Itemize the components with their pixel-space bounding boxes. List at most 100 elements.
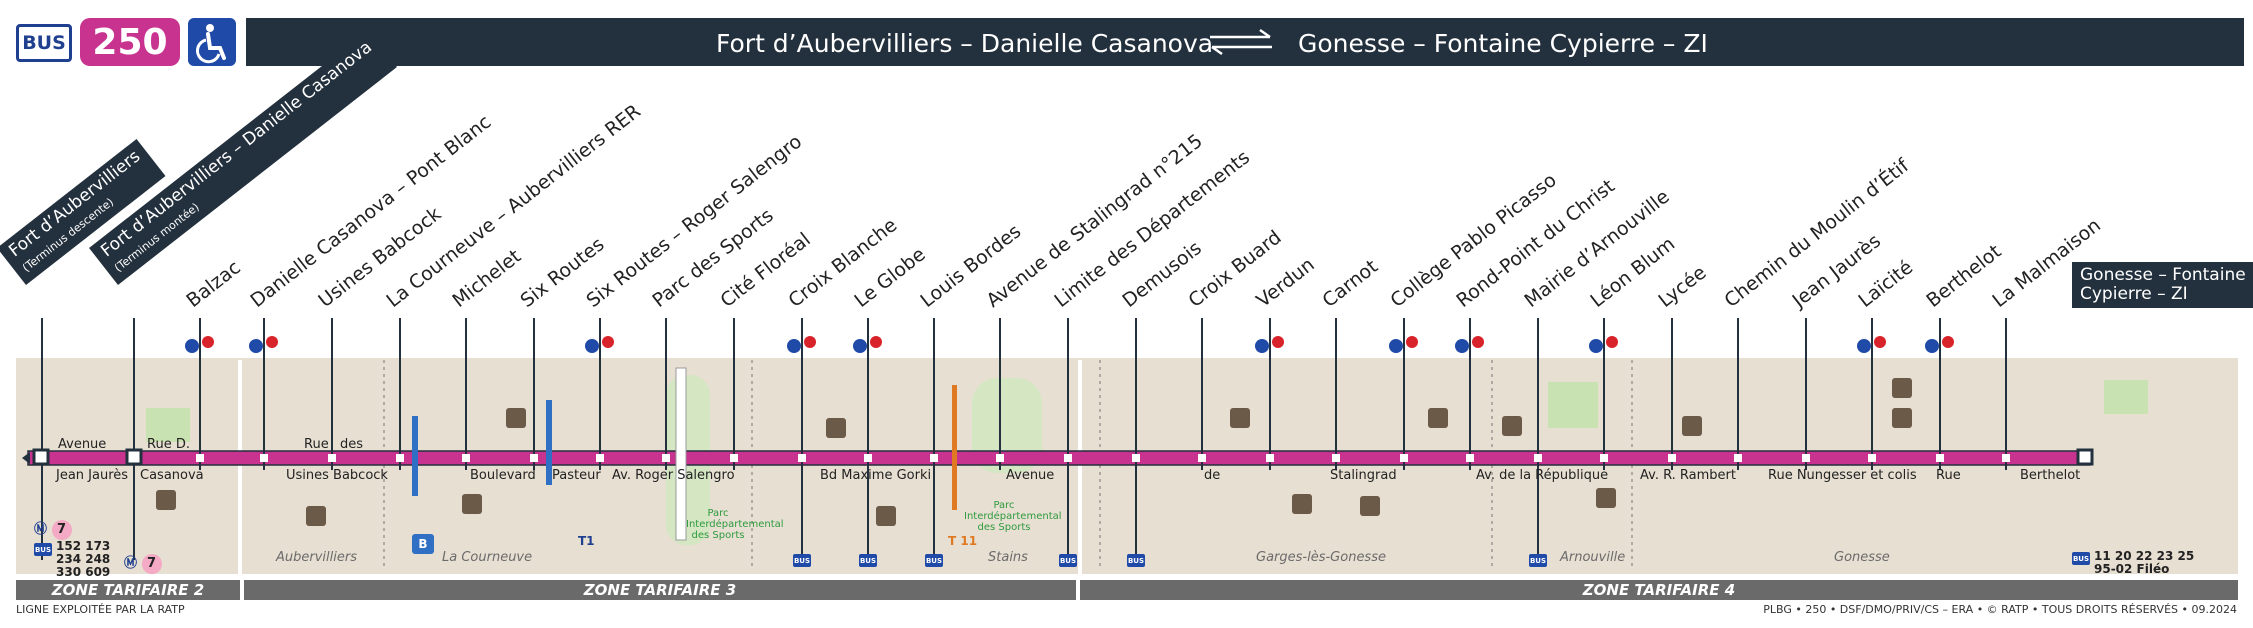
stop-marker[interactable] (2002, 454, 2010, 462)
factory-icon (1502, 416, 1522, 436)
bus-connection-list: 152 173 (56, 539, 111, 553)
wheelchair-icon (1389, 339, 1403, 353)
stop-marker[interactable] (462, 454, 470, 462)
stop-marker[interactable] (1600, 454, 1608, 462)
school-icon (1360, 496, 1380, 516)
no-entry-icon (1406, 336, 1418, 348)
stop-marker[interactable] (864, 454, 872, 462)
stop-marker[interactable] (930, 454, 938, 462)
stop-marker[interactable] (1198, 454, 1206, 462)
terminus-end-line2: Cypierre – ZI (2080, 284, 2188, 304)
street-label: de (1204, 468, 1221, 483)
bus-connection-list: 95-02 Filéo (2094, 562, 2170, 576)
stop-marker[interactable] (260, 454, 268, 462)
copyright-notice: PLBG • 250 • DSF/DMO/PRIV/CS – ERA • © R… (1763, 603, 2237, 616)
stop-marker[interactable] (196, 454, 204, 462)
metro-line-badge: 7 (51, 520, 72, 540)
stop-marker[interactable] (1734, 454, 1742, 462)
tram-corridor (675, 367, 687, 541)
stop-marker[interactable] (1132, 454, 1140, 462)
bus-connection-badge: BUS (1059, 554, 1077, 567)
stop-marker[interactable] (1802, 454, 1810, 462)
stop-marker[interactable] (798, 454, 806, 462)
rer-line-indicator (412, 416, 418, 496)
stop-marker[interactable] (1466, 454, 1474, 462)
stop-marker[interactable] (1936, 454, 1944, 462)
factory-icon (506, 408, 526, 428)
town-label: Stains (988, 550, 1028, 565)
stop-marker[interactable] (1400, 454, 1408, 462)
street-label: Casanova (140, 468, 204, 483)
street-label: Av. de la République (1476, 468, 1609, 483)
terminus-boarding-marker (125, 448, 143, 466)
no-entry-icon (202, 336, 214, 348)
street-label: Pasteur (552, 468, 601, 483)
town-label: La Courneuve (442, 550, 533, 565)
bus-connections-end: 11 20 22 23 25 95-02 Filéo (2094, 550, 2194, 576)
terminus-end-line1: Gonesse – Fontaine (2080, 265, 2246, 285)
street-label: des (340, 437, 364, 452)
metro-icon: Ⓜ (124, 556, 138, 571)
terminus-start-marker (32, 448, 50, 466)
stop-lines (41, 318, 2007, 560)
bus-connection-list: 330 609 (56, 565, 111, 579)
no-entry-icon (1272, 336, 1284, 348)
street-label: Av. R. Rambert (1640, 468, 1736, 483)
wheelchair-icon (1589, 339, 1603, 353)
stop-marker[interactable] (1668, 454, 1676, 462)
stop-marker[interactable] (1064, 454, 1072, 462)
stop-marker[interactable] (1868, 454, 1876, 462)
no-entry-icon (1942, 336, 1954, 348)
bus-connection-badge: BUS (1127, 554, 1145, 567)
bus-connection-list: 11 20 22 23 25 (2094, 549, 2195, 563)
factory-icon (1292, 494, 1312, 514)
route-header: Fort d’Aubervilliers – Danielle Casanova… (246, 18, 2244, 66)
hospital-icon (1596, 488, 1616, 508)
stop-marker[interactable] (328, 454, 336, 462)
street-label: Avenue (1006, 468, 1055, 483)
school-icon (1682, 416, 1702, 436)
stop-marker[interactable] (1534, 454, 1542, 462)
stop-marker[interactable] (730, 454, 738, 462)
stop-marker[interactable] (596, 454, 604, 462)
wheelchair-icon (249, 339, 263, 353)
school-icon (1230, 408, 1250, 428)
wheelchair-icon (787, 339, 801, 353)
no-entry-icon (1874, 336, 1886, 348)
hospital-icon (1892, 378, 1912, 398)
tram-11-line-indicator (952, 385, 957, 510)
fare-zone-4: ZONE TARIFAIRE 4 (1080, 580, 2238, 600)
shopping-icon (876, 506, 896, 526)
wheelchair-icon (853, 339, 867, 353)
factory-icon (306, 506, 326, 526)
operator-notice: LIGNE EXPLOITÉE PAR LA RATP (16, 603, 185, 616)
street-label: Rue (1936, 468, 1961, 483)
street-label: Avenue (58, 437, 107, 452)
park-label: Parc Interdépartemental des Sports (686, 508, 784, 541)
factory-icon (462, 494, 482, 514)
accessibility-icons (185, 336, 1954, 353)
bus-connections-start: 152 173 234 248 330 609 (56, 540, 110, 579)
wheelchair-icon (1857, 339, 1871, 353)
line-number-badge: 250 (80, 18, 180, 66)
metro-start-2: Ⓜ 7 (124, 552, 162, 574)
stop-marker[interactable] (396, 454, 404, 462)
street-label: Berthelot (2020, 468, 2081, 483)
tram-t11-badge: T 11 (948, 534, 978, 548)
wheelchair-icon (585, 339, 599, 353)
stop-marker[interactable] (530, 454, 538, 462)
park-label: Parc Interdépartemental des Sports (964, 500, 1062, 533)
factory-icon (156, 490, 176, 510)
factory-icon (1892, 408, 1912, 428)
arrow-left-icon (22, 452, 30, 464)
bus-connection-list: 234 248 (56, 552, 111, 566)
stop-marker[interactable] (996, 454, 1004, 462)
stop-marker[interactable] (1332, 454, 1340, 462)
street-label: Rue D. (147, 437, 190, 452)
stop-marker[interactable] (1266, 454, 1274, 462)
shopping-icon (1428, 408, 1448, 428)
stop-marker[interactable] (662, 454, 670, 462)
street-label: Bd Maxime Gorki (820, 468, 932, 483)
terminus-end-marker (2076, 448, 2094, 466)
